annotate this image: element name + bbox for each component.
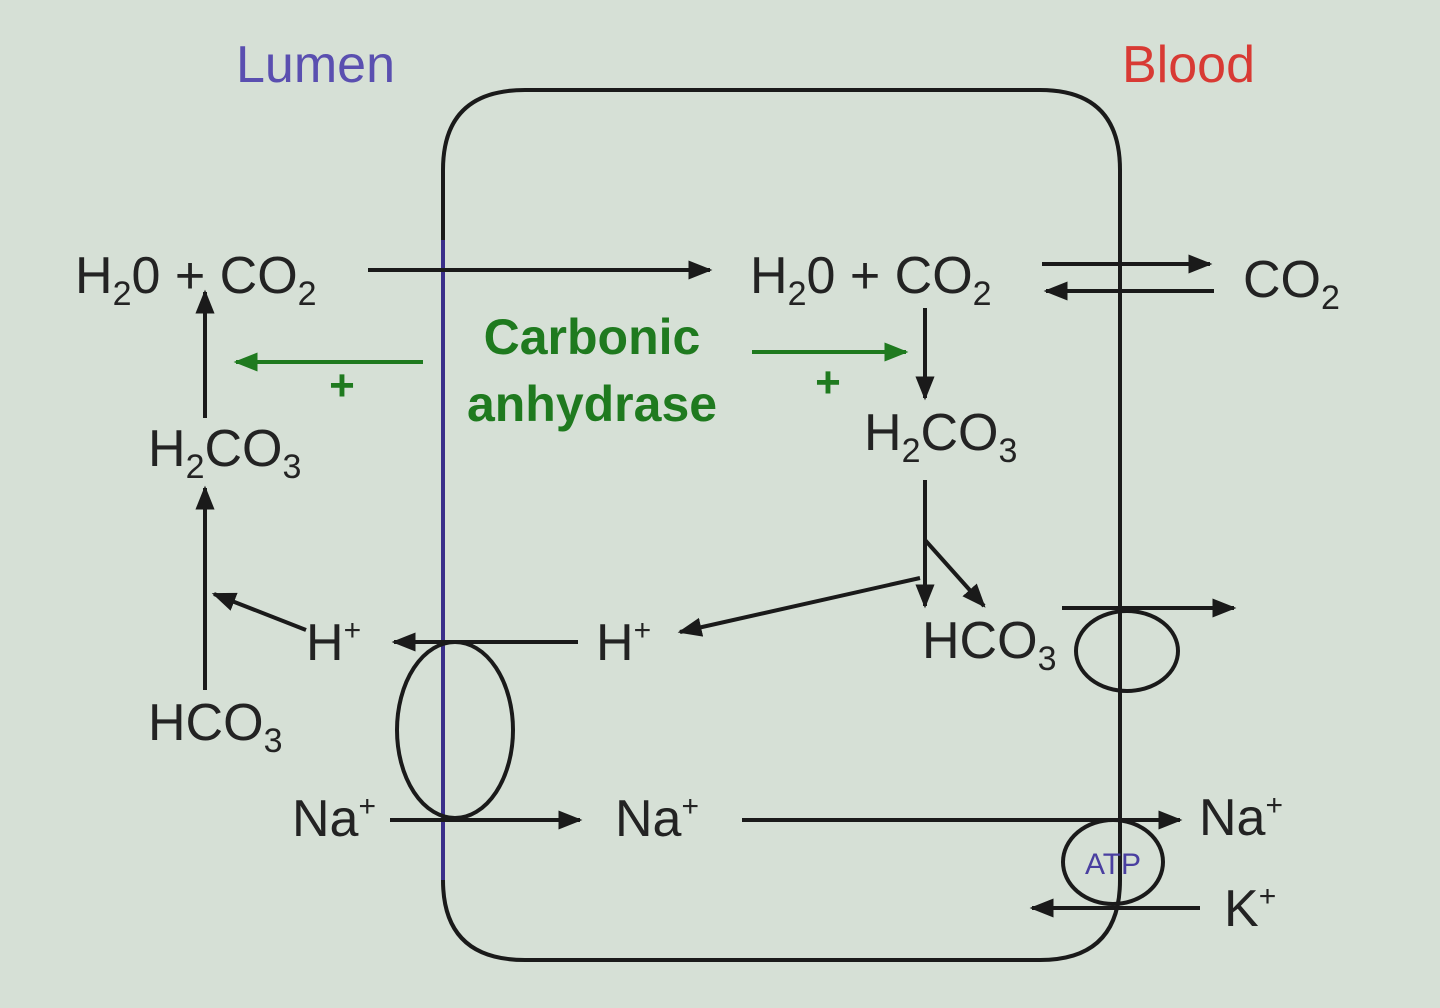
enzyme-label-line2: anhydrase	[467, 376, 717, 432]
blood-na-plus: Na+	[1199, 789, 1283, 847]
cell-outline	[441, 88, 1122, 962]
enzyme-label-line1: Carbonic	[484, 309, 701, 365]
enzyme-plus-right: +	[815, 358, 841, 407]
cell-h2co3: H2CO3	[864, 404, 1017, 470]
lumen-h2o-co2: H20 + CO2	[75, 247, 317, 313]
blood-label: Blood	[1122, 36, 1255, 94]
cell-h-plus: H+	[596, 614, 651, 672]
cell-hco3: HCO3	[922, 612, 1056, 678]
blood-k-plus: K+	[1224, 880, 1276, 938]
lumen-hco3: HCO3	[148, 694, 282, 760]
na-k-atpase-pump	[1061, 818, 1165, 906]
atp-label: ATP	[1085, 848, 1141, 881]
lumen-label: Lumen	[236, 36, 395, 94]
cell-to-hco3-branch	[923, 538, 986, 608]
enzyme-plus-left: +	[329, 361, 355, 410]
cell-h2o-co2: H20 + CO2	[750, 247, 992, 313]
lumen-h2co3: H2CO3	[148, 420, 301, 486]
blood-co2: CO2	[1243, 251, 1340, 317]
basolateral-hco3-transporter	[1074, 609, 1180, 693]
lumen-h-plus: H+	[306, 614, 361, 672]
cell-to-h-arrow	[677, 576, 921, 637]
cell-na-plus: Na+	[615, 790, 699, 848]
apical-antiporter	[395, 640, 515, 820]
lumen-na-plus: Na+	[292, 790, 376, 848]
lumen-h-to-h2co3-arrow	[211, 592, 307, 632]
